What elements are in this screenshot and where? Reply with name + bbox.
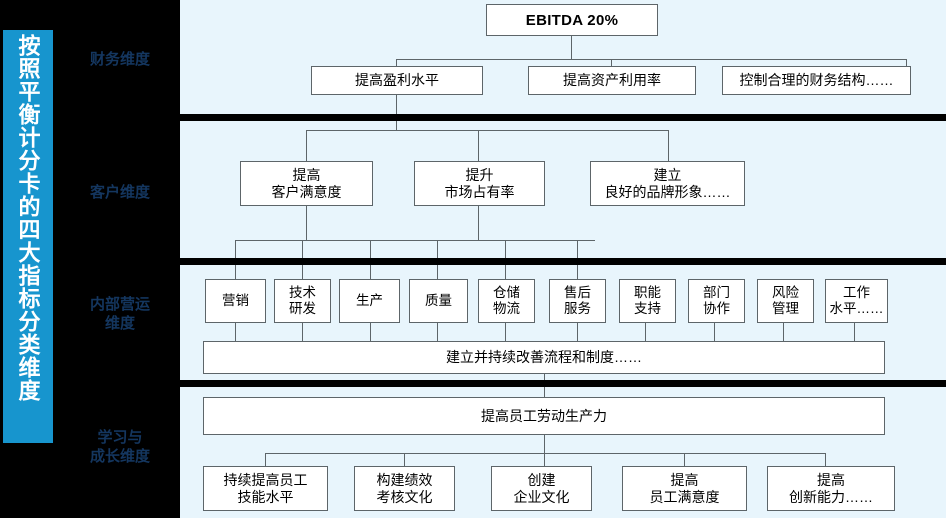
node-internal-5[interactable]: 仓储 物流 — [478, 279, 535, 323]
node-customer-2[interactable]: 提升 市场占有率 — [414, 161, 545, 206]
node-financial-2[interactable]: 提高资产利用率 — [528, 66, 696, 95]
connector-internal-stem-4 — [437, 265, 438, 279]
node-learning-root[interactable]: 提高员工劳动生产力 — [203, 397, 885, 435]
connector-financial-drop-3 — [906, 59, 907, 66]
node-ebitda[interactable]: EBITDA 20% — [486, 4, 658, 36]
vertical-banner: 按照平衡计分卡的四大指标分类维度 — [3, 30, 53, 443]
node-customer-1[interactable]: 提高 客户满意度 — [240, 161, 373, 206]
connector-financial-to-customer-b — [396, 121, 397, 130]
connector-internal-tail-4 — [437, 323, 438, 341]
node-learning-5[interactable]: 提高 创新能力…… — [767, 466, 895, 511]
node-financial-1[interactable]: 提高盈利水平 — [311, 66, 483, 95]
dimension-label-learning: 学习与 成长维度 — [89, 429, 150, 465]
divider-internal-learning — [180, 380, 946, 387]
connector-customer-bus — [306, 130, 668, 131]
connector-internal-drop-4 — [437, 240, 438, 258]
connector-internal-drop-2 — [302, 240, 303, 258]
connector-customer-drop-3 — [668, 130, 669, 161]
connector-internal-tail-3 — [370, 323, 371, 341]
connector-internal-tail-6 — [577, 323, 578, 341]
connector-learning-drop-5 — [825, 453, 826, 466]
node-internal-summary[interactable]: 建立并持续改善流程和制度…… — [203, 341, 885, 374]
connector-internal-tail-5 — [505, 323, 506, 341]
connector-customer-drop-2 — [478, 130, 479, 161]
node-learning-1[interactable]: 持续提高员工 技能水平 — [203, 466, 328, 511]
connector-financial-drop-2 — [611, 59, 612, 66]
connector-customer-down-2 — [478, 206, 479, 240]
connector-learning-drop-2 — [404, 453, 405, 466]
node-customer-3[interactable]: 建立 良好的品牌形象…… — [590, 161, 745, 206]
connector-learning-stem — [544, 435, 545, 453]
divider-financial-customer — [180, 114, 946, 121]
connector-internal-bus — [235, 240, 595, 241]
node-learning-3[interactable]: 创建 企业文化 — [491, 466, 592, 511]
connector-customer-down-1 — [306, 206, 307, 240]
connector-internal-tail-1 — [235, 323, 236, 341]
dimension-label-customer: 客户维度 — [89, 184, 150, 201]
connector-ebitda-stem — [571, 36, 572, 59]
connector-internal-tail-2 — [302, 323, 303, 341]
connector-financial-drop-1 — [396, 59, 397, 66]
connector-internal-tail-9 — [783, 323, 784, 341]
connector-financial-to-customer-a — [396, 95, 397, 114]
connector-internal-stem-5 — [505, 265, 506, 279]
connector-internal-to-learning-a — [544, 374, 545, 381]
node-learning-2[interactable]: 构建绩效 考核文化 — [354, 466, 455, 511]
connector-internal-drop-6 — [577, 240, 578, 258]
connector-internal-drop-3 — [370, 240, 371, 258]
node-internal-6[interactable]: 售后 服务 — [549, 279, 606, 323]
connector-internal-tail-8 — [714, 323, 715, 341]
node-internal-7[interactable]: 职能 支持 — [619, 279, 676, 323]
connector-customer-drop-1 — [306, 130, 307, 161]
connector-internal-stem-1 — [235, 265, 236, 279]
vertical-banner-label: 按照平衡计分卡的四大指标分类维度 — [15, 34, 41, 402]
node-internal-9[interactable]: 风险 管理 — [757, 279, 814, 323]
connector-financial-bus — [396, 59, 906, 60]
connector-learning-drop-3 — [544, 453, 545, 466]
node-learning-4[interactable]: 提高 员工满意度 — [622, 466, 747, 511]
connector-learning-drop-4 — [684, 453, 685, 466]
dimension-label-internal: 内部营运 维度 — [89, 296, 150, 332]
connector-internal-stem-6 — [577, 265, 578, 279]
connector-internal-drop-5 — [505, 240, 506, 258]
node-internal-3[interactable]: 生产 — [339, 279, 400, 323]
connector-internal-tail-7 — [645, 323, 646, 341]
dimension-label-financial: 财务维度 — [89, 51, 150, 68]
node-internal-4[interactable]: 质量 — [409, 279, 468, 323]
node-internal-1[interactable]: 营销 — [205, 279, 266, 323]
node-internal-8[interactable]: 部门 协作 — [688, 279, 745, 323]
connector-internal-tail-10 — [854, 323, 855, 341]
node-internal-2[interactable]: 技术 研发 — [274, 279, 331, 323]
connector-learning-bus — [265, 453, 825, 454]
connector-internal-stem-3 — [370, 265, 371, 279]
connector-internal-to-learning-b — [544, 387, 545, 397]
connector-internal-drop-1 — [235, 240, 236, 258]
connector-internal-stem-2 — [302, 265, 303, 279]
node-financial-3[interactable]: 控制合理的财务结构…… — [722, 66, 911, 95]
divider-customer-internal — [180, 258, 946, 265]
connector-learning-drop-1 — [265, 453, 266, 466]
node-internal-10[interactable]: 工作 水平…… — [825, 279, 888, 323]
